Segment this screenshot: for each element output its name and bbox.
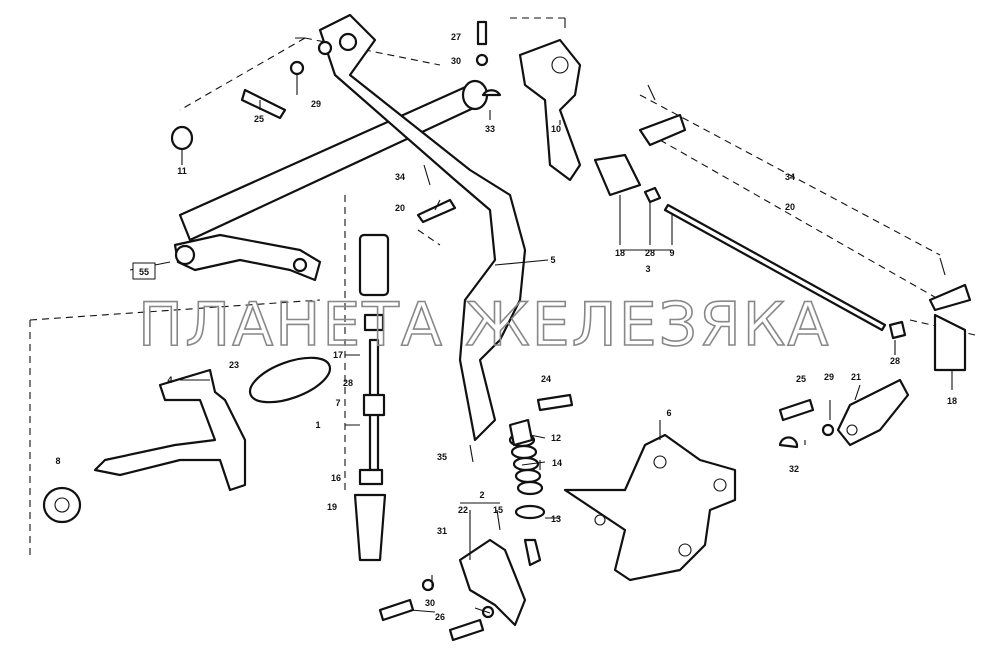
pedal-arm-4 — [42, 356, 332, 524]
assembly-lines — [29, 17, 976, 560]
fasteners — [170, 20, 946, 642]
rod-9 — [593, 113, 972, 372]
watermark: ПЛАНЕТА ЖЕЛЕЗЯКА — [138, 290, 830, 360]
callout-30-bottom: 30 — [425, 598, 435, 608]
lever-10 — [518, 38, 582, 182]
callout-35: 35 — [437, 452, 447, 462]
callout-34-right: 34 — [785, 172, 795, 182]
callout-9: 9 — [669, 248, 674, 258]
callout-23: 23 — [229, 360, 239, 370]
callout-31: 31 — [437, 526, 447, 536]
leader-lines — [129, 75, 953, 614]
callout-19: 19 — [327, 502, 337, 512]
callout-29: 29 — [311, 99, 321, 109]
callout-3: 3 — [645, 264, 650, 274]
callout-10: 10 — [551, 124, 561, 134]
callout-16: 16 — [331, 473, 341, 483]
callout-5: 5 — [550, 255, 555, 265]
callout-55-box — [132, 262, 156, 280]
callout-12: 12 — [551, 433, 561, 443]
callout-22: 22 — [458, 505, 468, 515]
callout-2: 2 — [479, 490, 484, 500]
callout-labels: 27 30 29 25 11 33 10 34 20 55 5 18 28 9 … — [55, 32, 957, 622]
callout-7: 7 — [335, 398, 340, 408]
arm-55 — [173, 233, 322, 282]
callout-20: 20 — [395, 203, 405, 213]
adjuster-rod-1 — [353, 233, 390, 562]
callout-32: 32 — [789, 464, 799, 474]
callout-29-right: 29 — [824, 372, 834, 382]
callout-28: 28 — [645, 248, 655, 258]
callout-8: 8 — [55, 456, 60, 466]
callout-20-right: 20 — [785, 202, 795, 212]
bracket-6 — [563, 433, 737, 582]
callout-1: 1 — [315, 420, 320, 430]
callout-14: 14 — [552, 458, 562, 468]
callout-18-right: 18 — [947, 396, 957, 406]
callout-30: 30 — [451, 56, 461, 66]
callout-6: 6 — [666, 408, 671, 418]
callout-26: 26 — [435, 612, 445, 622]
callout-33: 33 — [485, 124, 495, 134]
callout-55: 55 — [139, 267, 149, 277]
callout-4: 4 — [167, 375, 172, 385]
callout-25-right: 25 — [796, 374, 806, 384]
callout-13: 13 — [551, 514, 561, 524]
lever-21 — [836, 378, 910, 447]
callout-11: 11 — [177, 166, 187, 176]
callout-24: 24 — [541, 374, 551, 384]
callout-21: 21 — [851, 372, 861, 382]
callout-28-right: 28 — [890, 356, 900, 366]
callout-18: 18 — [615, 248, 625, 258]
pedal-lever-5 — [317, 13, 527, 442]
callout-15: 15 — [493, 505, 503, 515]
plate-22 — [458, 538, 542, 627]
callout-28-mid: 28 — [343, 378, 353, 388]
callout-27: 27 — [451, 32, 461, 42]
callout-17: 17 — [333, 350, 343, 360]
callout-34: 34 — [395, 172, 405, 182]
callout-25: 25 — [254, 114, 264, 124]
spring-14 — [508, 418, 546, 520]
